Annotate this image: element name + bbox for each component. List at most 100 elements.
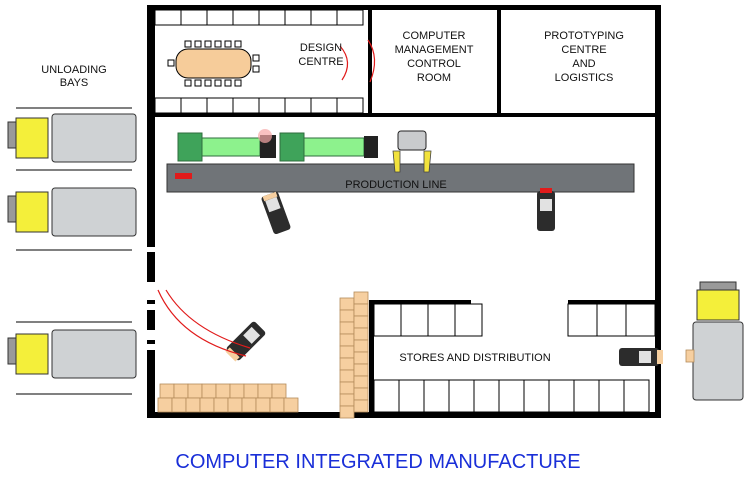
box xyxy=(215,383,231,399)
box xyxy=(201,383,217,399)
wall-stores-left xyxy=(369,300,374,412)
store-rack xyxy=(398,379,425,413)
box xyxy=(269,397,285,413)
storage-unit xyxy=(336,97,364,114)
store-rack xyxy=(573,379,600,413)
truck-trailer xyxy=(51,113,137,163)
chair xyxy=(184,79,192,87)
box xyxy=(257,383,273,399)
store-racks-bottom xyxy=(373,379,650,413)
storage-unit xyxy=(154,9,182,26)
chair xyxy=(204,40,212,48)
store-racks-top xyxy=(373,303,656,337)
box xyxy=(271,383,287,399)
box xyxy=(255,397,271,413)
box xyxy=(243,383,259,399)
chair xyxy=(224,79,232,87)
chair xyxy=(167,59,175,67)
storage-units-bottom xyxy=(154,97,364,114)
box xyxy=(283,397,299,413)
box-stack-horizontal xyxy=(157,383,299,413)
chair xyxy=(194,40,202,48)
box xyxy=(227,397,243,413)
storage-unit xyxy=(258,97,286,114)
store-rack xyxy=(400,303,429,337)
label-unloading-1: UNLOADING xyxy=(41,64,106,76)
storage-unit xyxy=(154,97,182,114)
diagram-title: COMPUTER INTEGRATED MANUFACTURE xyxy=(175,451,580,473)
building-walls xyxy=(147,5,661,418)
label-design-2: CENTRE xyxy=(298,56,343,68)
label-control-2: MANAGEMENT xyxy=(395,44,474,56)
box xyxy=(229,383,245,399)
chairs xyxy=(167,40,260,87)
box xyxy=(339,345,355,359)
design-centre-room xyxy=(154,9,364,114)
warning-light xyxy=(258,129,272,143)
chair xyxy=(252,65,260,73)
stores-area: STORES AND DISTRIBUTION xyxy=(373,303,656,413)
wall-divider-2 xyxy=(497,5,501,117)
agv-vehicle-1 xyxy=(261,191,291,235)
box xyxy=(685,349,695,363)
box xyxy=(185,397,201,413)
wall-left-mid xyxy=(147,252,155,282)
chair xyxy=(214,79,222,87)
box xyxy=(339,297,355,311)
store-rack xyxy=(548,379,575,413)
meeting-table xyxy=(167,40,260,87)
wall-divider-1 xyxy=(368,5,372,117)
truck-cab xyxy=(15,333,49,375)
truck-trailer xyxy=(51,329,137,379)
truck-stores xyxy=(685,281,744,401)
storage-unit xyxy=(180,97,208,114)
box xyxy=(173,383,189,399)
label-proto-3: AND xyxy=(572,58,595,70)
storage-unit xyxy=(310,9,338,26)
store-rack xyxy=(567,303,598,337)
box xyxy=(353,291,369,305)
box xyxy=(353,375,369,389)
box xyxy=(339,393,355,407)
left-wall-marks xyxy=(147,243,155,344)
storage-unit xyxy=(232,9,260,26)
store-rack xyxy=(598,379,625,413)
label-proto-2: CENTRE xyxy=(561,44,606,56)
wall-left-lower xyxy=(147,310,155,330)
wall-left-upper xyxy=(147,5,155,243)
box xyxy=(241,397,257,413)
storage-unit xyxy=(232,97,260,114)
label-control-3: CONTROL xyxy=(407,58,461,70)
agv-path-1 xyxy=(157,289,247,357)
truck-cab xyxy=(15,117,49,159)
wall-stores-top-right xyxy=(568,300,655,304)
box xyxy=(171,397,187,413)
conference-table xyxy=(175,48,252,79)
box xyxy=(339,333,355,347)
box xyxy=(353,303,369,317)
machine-2 xyxy=(279,132,378,162)
box xyxy=(187,383,203,399)
label-unloading-2: BAYS xyxy=(60,77,89,89)
store-rack xyxy=(596,303,627,337)
wall-stores-top-left xyxy=(369,300,471,304)
box xyxy=(213,397,229,413)
box xyxy=(339,321,355,335)
wall-left-bottom xyxy=(147,350,155,418)
box xyxy=(159,383,175,399)
trucks xyxy=(7,107,744,401)
box xyxy=(157,397,173,413)
storage-unit xyxy=(206,9,234,26)
conveyor-belt xyxy=(166,163,635,193)
storage-unit xyxy=(284,9,312,26)
chair xyxy=(252,54,260,62)
chair xyxy=(234,40,242,48)
box xyxy=(339,381,355,395)
box xyxy=(353,327,369,341)
label-production-line: PRODUCTION LINE xyxy=(345,179,446,191)
box xyxy=(353,339,369,353)
store-rack xyxy=(623,379,650,413)
truck-cab xyxy=(696,289,740,321)
box xyxy=(199,397,215,413)
